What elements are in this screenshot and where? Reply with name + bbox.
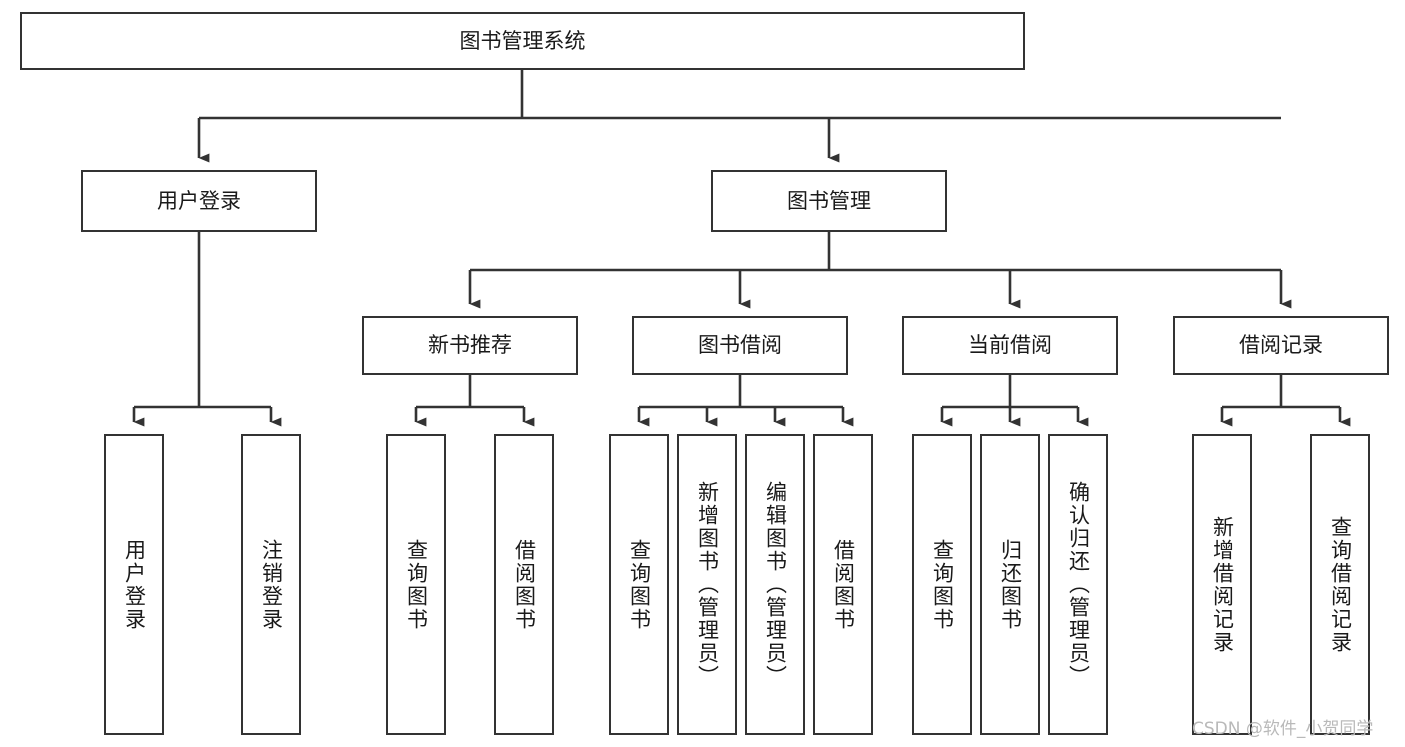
- node-label: 图书借阅: [698, 333, 782, 358]
- leaf-book-borrow-query-book[interactable]: 查询图书: [609, 434, 669, 735]
- node-label: 借阅记录: [1239, 333, 1323, 358]
- node-label: 编辑图书（管理员）: [763, 481, 788, 688]
- node-new-book-recommend[interactable]: 新书推荐: [362, 316, 578, 375]
- node-label: 新增借阅记录: [1210, 515, 1235, 654]
- leaf-current-borrow-query-book[interactable]: 查询图书: [912, 434, 972, 735]
- node-book-management[interactable]: 图书管理: [711, 170, 947, 232]
- node-label: 归还图书: [998, 538, 1023, 631]
- node-label: 注销登录: [259, 538, 284, 631]
- leaf-borrow-record-add-record[interactable]: 新增借阅记录: [1192, 434, 1252, 735]
- leaf-current-borrow-return-book[interactable]: 归还图书: [980, 434, 1040, 735]
- node-label: 用户登录: [122, 538, 147, 631]
- node-label: 用户登录: [157, 188, 241, 213]
- node-user-login[interactable]: 用户登录: [81, 170, 317, 232]
- node-label: 查询图书: [627, 538, 652, 631]
- node-label: 图书管理: [787, 188, 871, 213]
- leaf-new-book-borrow-book[interactable]: 借阅图书: [494, 434, 554, 735]
- node-borrow-record[interactable]: 借阅记录: [1173, 316, 1389, 375]
- leaf-book-borrow-edit-book-admin[interactable]: 编辑图书（管理员）: [745, 434, 805, 735]
- csdn-watermark: CSDN @软件_小贺同学: [1192, 719, 1374, 739]
- leaf-book-borrow-add-book-admin[interactable]: 新增图书（管理员）: [677, 434, 737, 735]
- node-label: 借阅图书: [512, 538, 537, 631]
- leaf-new-book-query-book[interactable]: 查询图书: [386, 434, 446, 735]
- node-label: 确认归还（管理员）: [1066, 481, 1091, 688]
- node-label: 借阅图书: [831, 538, 856, 631]
- node-label: 新增图书（管理员）: [695, 481, 720, 688]
- node-root-book-management-system[interactable]: 图书管理系统: [20, 12, 1025, 70]
- node-label: 查询图书: [404, 538, 429, 631]
- leaf-user-login-login[interactable]: 用户登录: [104, 434, 164, 735]
- leaf-current-borrow-confirm-return-admin[interactable]: 确认归还（管理员）: [1048, 434, 1108, 735]
- node-label: 新书推荐: [428, 333, 512, 358]
- node-label: 当前借阅: [968, 333, 1052, 358]
- leaf-user-login-logout[interactable]: 注销登录: [241, 434, 301, 735]
- node-current-borrow[interactable]: 当前借阅: [902, 316, 1118, 375]
- leaf-borrow-record-query-record[interactable]: 查询借阅记录: [1310, 434, 1370, 735]
- node-label: 查询图书: [930, 538, 955, 631]
- node-label: 图书管理系统: [459, 28, 586, 53]
- leaf-book-borrow-borrow-book[interactable]: 借阅图书: [813, 434, 873, 735]
- node-book-borrow[interactable]: 图书借阅: [632, 316, 848, 375]
- node-label: 查询借阅记录: [1328, 515, 1353, 654]
